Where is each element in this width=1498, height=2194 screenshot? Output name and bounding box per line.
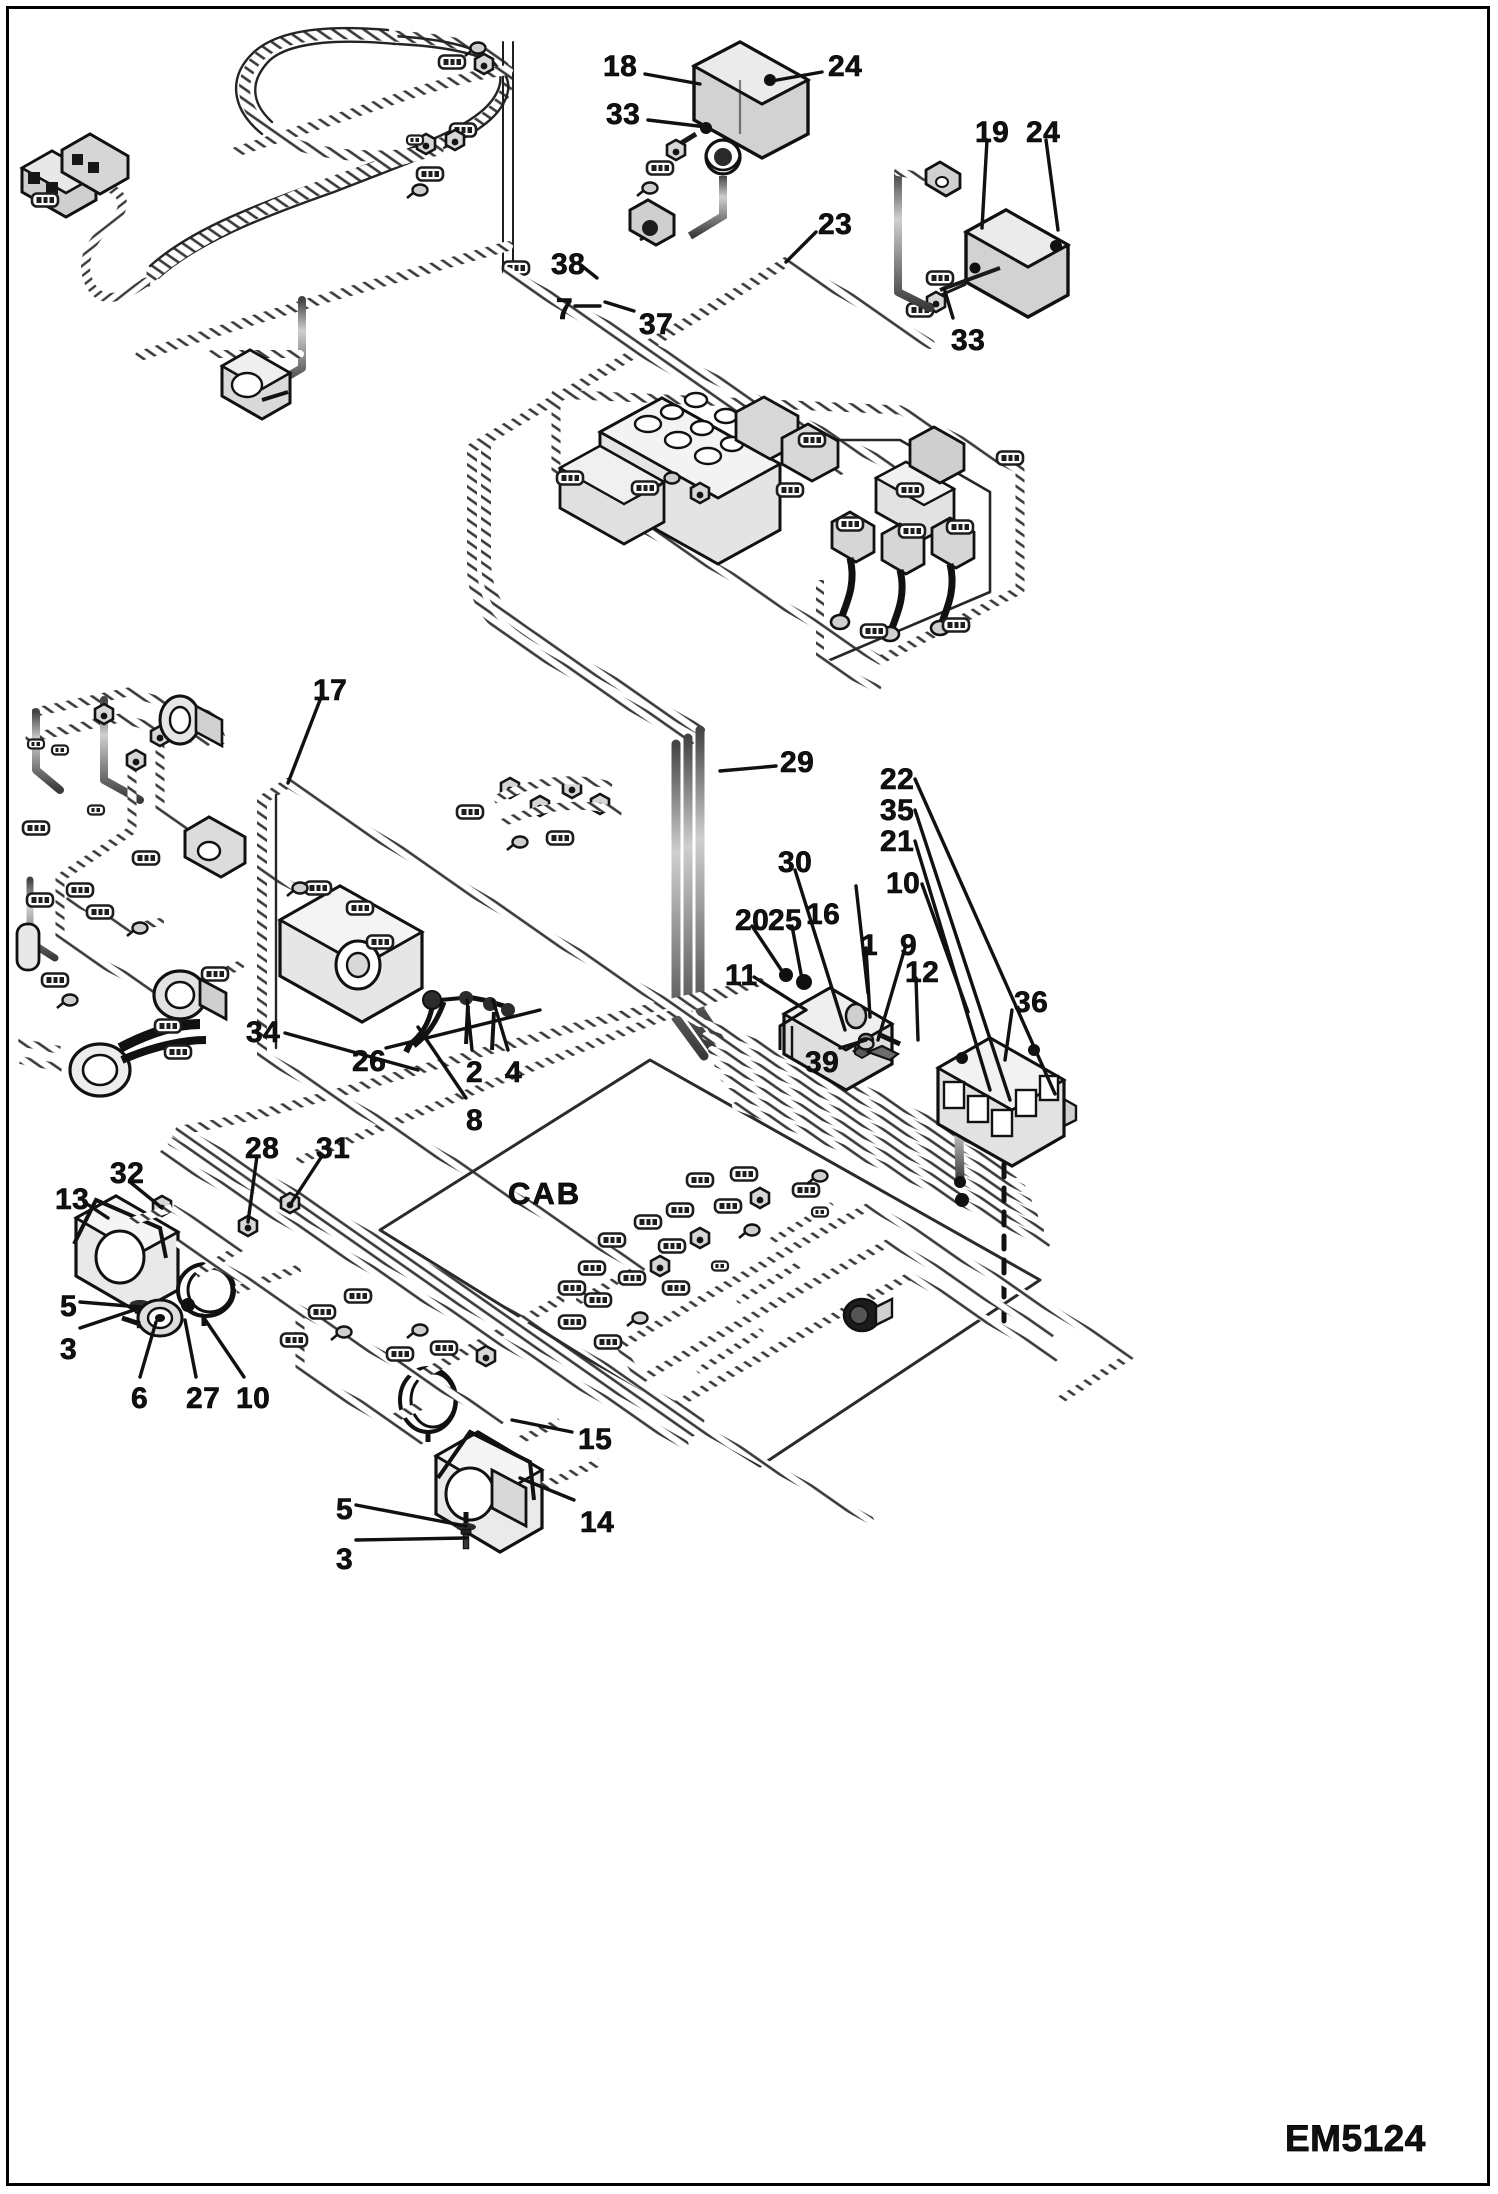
callout-21: 21 xyxy=(880,825,915,858)
callout-36: 36 xyxy=(1014,986,1049,1019)
leader-line-5a xyxy=(78,1300,142,1309)
leader-line-15 xyxy=(510,1418,574,1434)
leader-line-26 xyxy=(384,1008,542,1050)
callout-6: 6 xyxy=(131,1382,149,1415)
leader-line-34 xyxy=(283,1031,420,1072)
callout-24a: 24 xyxy=(828,50,863,83)
callout-30: 30 xyxy=(778,846,813,879)
leader-line-25 xyxy=(790,924,804,981)
leader-line-3a xyxy=(78,1306,142,1330)
callout-22: 22 xyxy=(880,763,915,796)
leader-line-4 xyxy=(491,998,510,1052)
callout-3b: 3 xyxy=(336,1543,354,1576)
callout-38: 38 xyxy=(551,248,586,281)
leader-line-10a xyxy=(920,882,970,1014)
leader-line-2 xyxy=(465,998,474,1052)
leader-line-1 xyxy=(864,946,872,1019)
leader-line-11 xyxy=(752,975,808,1012)
callout-11: 11 xyxy=(725,959,758,992)
leader-line-31 xyxy=(288,1154,324,1207)
callout-27: 27 xyxy=(186,1382,221,1415)
leader-line-19 xyxy=(980,138,989,230)
leader-line-6 xyxy=(138,1320,158,1379)
callout-34: 34 xyxy=(246,1016,281,1049)
leader-line-37 xyxy=(603,300,636,313)
leader-line-27 xyxy=(183,1318,198,1379)
leader-line-30 xyxy=(793,868,847,1032)
callout-39: 39 xyxy=(805,1046,840,1079)
leader-line-29 xyxy=(718,764,778,773)
leader-line-8 xyxy=(416,1025,468,1100)
leader-line-38 xyxy=(580,264,599,280)
callout-19: 19 xyxy=(975,116,1010,149)
leader-line-35 xyxy=(913,808,1012,1102)
leader-line-10b xyxy=(200,1313,246,1379)
leader-line-32 xyxy=(128,1180,164,1210)
callout-10a: 10 xyxy=(886,867,921,900)
drawing-number: EM5124 xyxy=(1285,2118,1426,2160)
leader-line-23 xyxy=(784,230,818,264)
callout-13: 13 xyxy=(55,1183,90,1216)
callout-20: 20 xyxy=(735,904,770,937)
callout-1: 1 xyxy=(861,929,879,962)
leader-line-14 xyxy=(518,1476,576,1502)
callout-35: 35 xyxy=(880,794,915,827)
leader-line-20 xyxy=(750,924,786,976)
leader-line-17 xyxy=(286,698,322,785)
leader-line-39 xyxy=(838,1038,868,1050)
callout-12: 12 xyxy=(905,956,940,989)
callout-15: 15 xyxy=(578,1423,613,1456)
callout-10b: 10 xyxy=(236,1382,271,1415)
callout-23: 23 xyxy=(818,208,853,241)
callout-32: 32 xyxy=(110,1157,145,1190)
zone-label-cab: CAB xyxy=(508,1176,582,1212)
callout-18: 18 xyxy=(603,50,638,83)
leader-line-33a xyxy=(646,118,708,129)
leader-line-36 xyxy=(1003,1008,1014,1062)
callout-17: 17 xyxy=(313,674,348,707)
leader-line-3b xyxy=(354,1536,468,1542)
callout-29: 29 xyxy=(780,746,815,779)
callout-33b: 33 xyxy=(951,324,986,357)
callout-9: 9 xyxy=(900,929,918,962)
callout-4: 4 xyxy=(505,1056,523,1089)
callout-33a: 33 xyxy=(606,98,641,131)
callout-3a: 3 xyxy=(60,1333,78,1366)
leader-line-33b xyxy=(942,286,955,320)
callout-28: 28 xyxy=(245,1132,280,1165)
leader-line-18 xyxy=(643,72,702,86)
callout-26: 26 xyxy=(352,1045,387,1078)
leader-line-5b xyxy=(354,1503,468,1528)
leader-line-28 xyxy=(246,1154,259,1224)
leader-line-13 xyxy=(82,1200,110,1220)
callout-37: 37 xyxy=(639,308,674,341)
callout-16: 16 xyxy=(806,898,841,931)
callout-14: 14 xyxy=(580,1506,615,1539)
callout-24b: 24 xyxy=(1026,116,1061,149)
leader-line-22 xyxy=(913,777,1057,1096)
leader-line-24a xyxy=(764,70,824,84)
leader-line-24b xyxy=(1044,138,1060,232)
leader-line-12 xyxy=(914,976,920,1042)
callout-7: 7 xyxy=(556,293,574,326)
callout-8: 8 xyxy=(466,1104,484,1137)
callout-5b: 5 xyxy=(336,1493,354,1526)
leader-line-9 xyxy=(876,946,907,1042)
callout-5a: 5 xyxy=(60,1290,78,1323)
callout-31: 31 xyxy=(316,1132,351,1165)
callout-2: 2 xyxy=(466,1056,484,1089)
callout-25: 25 xyxy=(768,904,803,937)
